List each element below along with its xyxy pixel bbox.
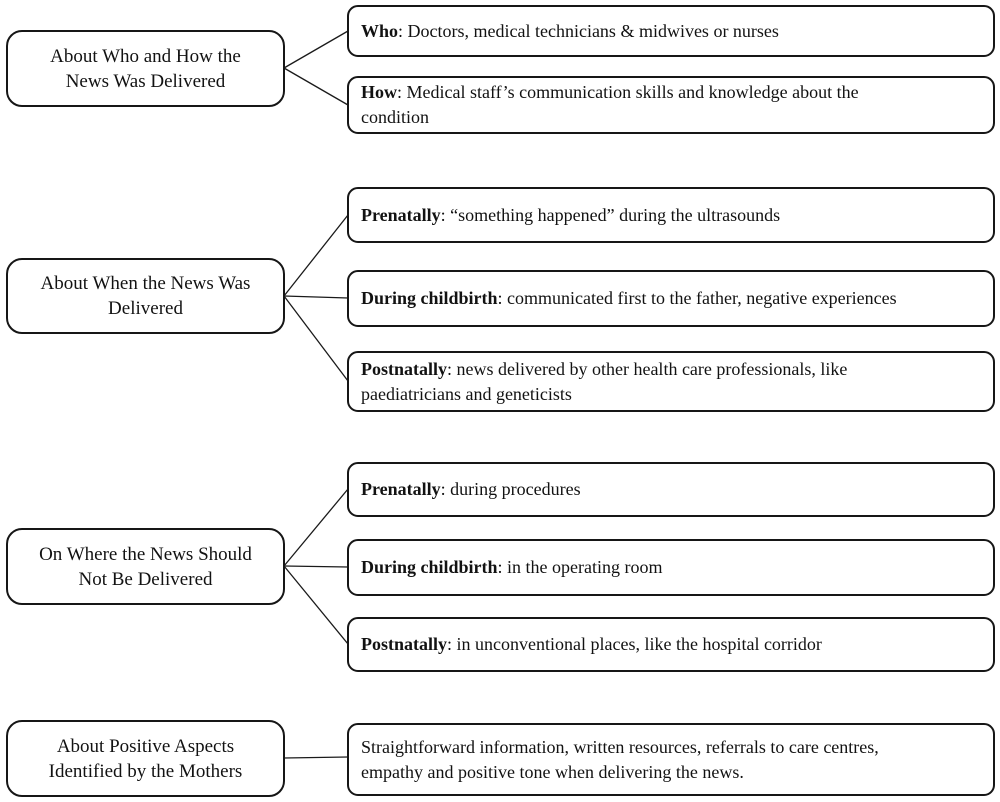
category-label-line: About Who and How the bbox=[50, 45, 241, 67]
connector-line bbox=[283, 295, 349, 382]
category-label: About Positive Aspects Identified by the… bbox=[49, 734, 243, 784]
detail-lead: Who bbox=[361, 20, 399, 41]
category-box-who-how: About Who and How the News Was Delivered bbox=[6, 30, 285, 107]
category-box-positive-aspects: About Positive Aspects Identified by the… bbox=[6, 720, 285, 797]
category-label-line: Not Be Delivered bbox=[78, 568, 213, 590]
detail-text: Postnatally: news delivered by other hea… bbox=[361, 357, 847, 407]
category-label-line: Delivered bbox=[108, 298, 183, 319]
connector-line bbox=[283, 67, 349, 106]
detail-rest: : communicated first to the father, nega… bbox=[497, 288, 897, 308]
detail-rest: : news delivered by other health care pr… bbox=[361, 358, 848, 404]
detail-rest: : “something happened” during the ultras… bbox=[440, 204, 781, 225]
detail-lead: Postnatally bbox=[361, 358, 448, 379]
detail-rest: : in unconventional places, like the hos… bbox=[447, 634, 822, 654]
detail-box-who: Who: Doctors, medical technicians & midw… bbox=[347, 5, 995, 57]
detail-lead: Postnatally bbox=[361, 634, 448, 654]
detail-text: Prenatally: “something happened” during … bbox=[361, 203, 780, 228]
category-label: About When the News Was Delivered bbox=[41, 271, 251, 321]
detail-text: During childbirth: in the operating room bbox=[361, 555, 663, 580]
category-label-line: On Where the News Should bbox=[39, 543, 252, 565]
detail-box-where-prenatally: Prenatally: during procedures bbox=[347, 462, 995, 517]
detail-rest: : Doctors, medical technicians & midwive… bbox=[398, 20, 779, 41]
detail-text: How: Medical staff’s communication skill… bbox=[361, 80, 859, 130]
connector-line bbox=[283, 488, 349, 567]
connector-line bbox=[283, 295, 349, 299]
connector-line bbox=[283, 214, 349, 297]
category-label-line: About When the News Was bbox=[40, 273, 251, 294]
detail-lead: During childbirth bbox=[361, 288, 498, 308]
category-label-line: About Positive Aspects bbox=[56, 735, 235, 757]
detail-box-positive-aspects: Straightforward information, written res… bbox=[347, 723, 995, 796]
detail-text: Who: Doctors, medical technicians & midw… bbox=[361, 19, 779, 44]
detail-box-where-childbirth: During childbirth: in the operating room bbox=[347, 539, 995, 596]
detail-rest: Straightforward information, written res… bbox=[361, 736, 879, 782]
detail-box-when-prenatally: Prenatally: “something happened” during … bbox=[347, 187, 995, 243]
category-label: About Who and How the News Was Delivered bbox=[50, 44, 241, 94]
detail-text: Straightforward information, written res… bbox=[361, 735, 879, 785]
detail-text: During childbirth: communicated first to… bbox=[361, 286, 897, 311]
connector-line bbox=[283, 565, 349, 645]
category-box-where-not: On Where the News Should Not Be Delivere… bbox=[6, 528, 285, 605]
category-label-line: News Was Delivered bbox=[65, 70, 226, 92]
detail-lead: During childbirth bbox=[361, 557, 498, 577]
category-box-when: About When the News Was Delivered bbox=[6, 258, 285, 334]
detail-lead: Prenatally bbox=[361, 479, 441, 499]
detail-lead: Prenatally bbox=[361, 204, 441, 225]
detail-box-where-postnatally: Postnatally: in unconventional places, l… bbox=[347, 617, 995, 672]
connector-line bbox=[283, 565, 349, 568]
detail-rest: : during procedures bbox=[440, 479, 581, 499]
detail-box-how: How: Medical staff’s communication skill… bbox=[347, 76, 995, 134]
detail-box-when-postnatally: Postnatally: news delivered by other hea… bbox=[347, 351, 995, 412]
detail-box-when-childbirth: During childbirth: communicated first to… bbox=[347, 270, 995, 327]
connector-line bbox=[283, 30, 349, 69]
detail-rest: : in the operating room bbox=[497, 557, 663, 577]
category-label: On Where the News Should Not Be Delivere… bbox=[39, 542, 252, 592]
connector-line bbox=[283, 756, 349, 759]
detail-text: Postnatally: in unconventional places, l… bbox=[361, 632, 822, 657]
detail-rest: : Medical staff’s communication skills a… bbox=[361, 82, 859, 127]
category-label-line: Identified by the Mothers bbox=[48, 760, 243, 782]
detail-text: Prenatally: during procedures bbox=[361, 477, 581, 502]
detail-lead: How bbox=[361, 82, 397, 102]
